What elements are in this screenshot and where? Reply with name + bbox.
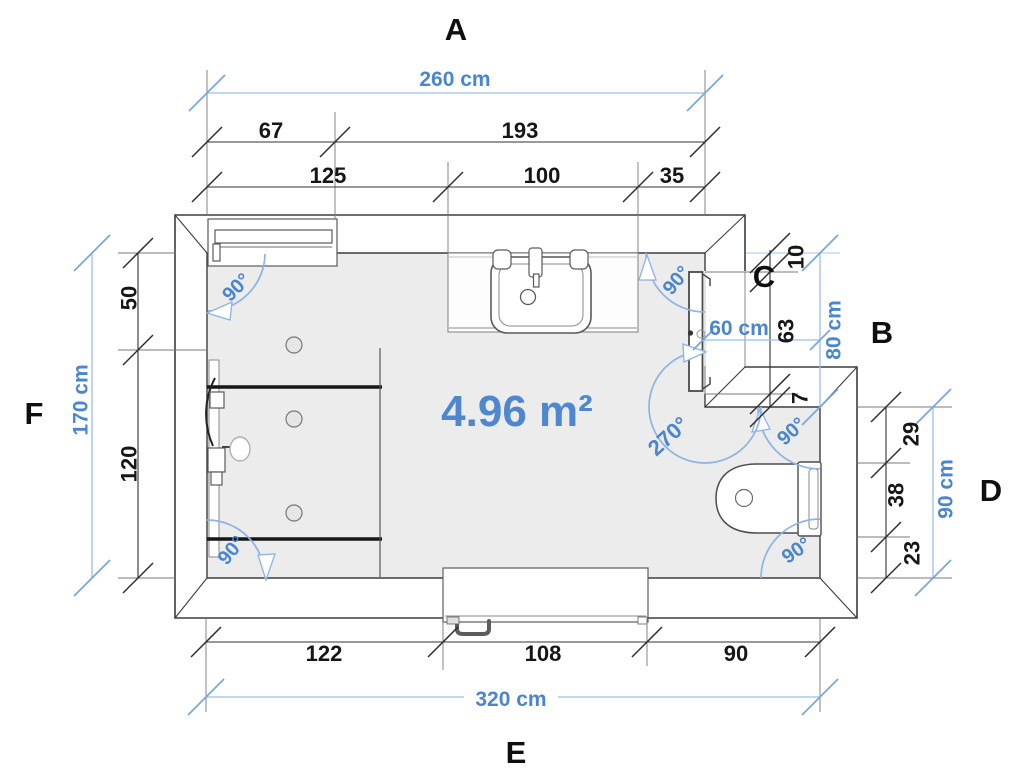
washbasin — [490, 247, 592, 334]
wall-label-f: F — [25, 396, 44, 431]
wall-label-b: B — [871, 315, 893, 350]
wall-label-e: E — [506, 735, 527, 770]
door-leaf — [687, 271, 711, 392]
dim-top2-seg2: 100 — [524, 163, 561, 188]
wall-label-c: C — [753, 259, 775, 294]
drain — [519, 288, 537, 306]
dim-bottom-seg2: 108 — [525, 641, 562, 666]
faucet — [528, 247, 543, 278]
dim-bottom-seg3: 90 — [724, 641, 748, 666]
dim-right-lower-seg3: 23 — [900, 541, 925, 565]
toilet-bowl — [715, 463, 800, 534]
dim-door-width: 60 cm — [709, 317, 769, 340]
arrow-bottom-left — [257, 553, 276, 583]
dim-bottom-total-bg — [464, 685, 558, 711]
wall-label-a: A — [445, 12, 467, 47]
dim-left-seg2: 120 — [117, 446, 142, 483]
toilet — [715, 461, 822, 537]
dim-top1-seg2: 193 — [502, 118, 539, 143]
dim-right-lower-seg2: 38 — [884, 483, 909, 507]
dim-right-upper-seg2: 63 — [774, 319, 799, 343]
dim-top-total: 260 cm — [419, 68, 490, 91]
dim-top2-seg3: 35 — [660, 163, 684, 188]
arrow-top-left — [205, 300, 233, 321]
shower-enclosure — [205, 336, 382, 577]
shower-fixture — [205, 377, 251, 486]
dim-right-lower-seg1: 29 — [899, 422, 924, 446]
door-knob — [687, 330, 694, 336]
room-area-label: 4.96 m² — [441, 387, 593, 436]
arc-bottom-right — [760, 518, 821, 579]
door-opening — [703, 271, 747, 366]
wall-label-d: D — [980, 473, 1002, 508]
window-unit — [442, 567, 649, 636]
dim-right-upper-seg3: 7 — [788, 392, 813, 404]
dim-top1-seg1: 67 — [259, 118, 283, 143]
dim-right-lower-total: 90 cm — [934, 459, 957, 519]
shower-head — [229, 436, 251, 462]
dim-right-upper-total: 80 cm — [822, 300, 845, 360]
handle — [455, 619, 491, 636]
tap-handle-right — [569, 249, 589, 270]
washbasin-counter — [447, 247, 639, 334]
dim-top2-seg1: 125 — [310, 163, 347, 188]
dim-left-total: 170 cm — [69, 364, 92, 435]
dim-left-seg1: 50 — [117, 286, 142, 310]
arc-door-corner-270 — [648, 350, 762, 464]
dim-bottom-total: 320 cm — [475, 688, 546, 711]
dimension-lines — [73, 74, 952, 716]
towel-radiator — [207, 218, 338, 267]
dim-bottom-seg1: 122 — [306, 641, 343, 666]
tap-handle-left — [492, 249, 512, 270]
dim-right-upper-seg1: 10 — [784, 245, 809, 269]
walls — [174, 214, 858, 619]
arrow-top-right — [638, 252, 657, 281]
